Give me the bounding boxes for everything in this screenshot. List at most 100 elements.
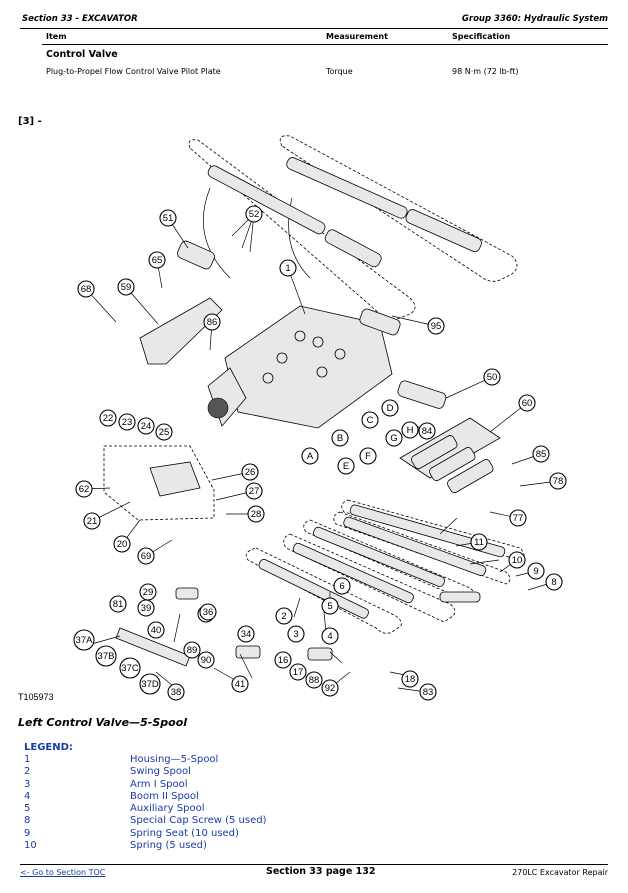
- callout-label: F: [365, 451, 371, 462]
- page-number: Section 33 page 132: [266, 866, 376, 877]
- callout-label: 8: [551, 577, 556, 588]
- callout-37d: 37D: [139, 673, 161, 695]
- callout-h: H: [401, 421, 419, 439]
- callout-36: 36: [199, 603, 217, 621]
- diagram-art: [83, 135, 559, 693]
- callout-85: 85: [532, 445, 550, 463]
- callout-92: 92: [321, 679, 339, 697]
- legend-desc: Special Cap Screw (5 used): [130, 815, 267, 827]
- callout-label: 26: [245, 467, 256, 478]
- callout-label: 38: [171, 687, 182, 698]
- legend-item: 4 Boom II Spool: [24, 791, 584, 803]
- legend-desc: Boom II Spool: [130, 790, 199, 802]
- figure-ref: [3] -: [18, 116, 42, 127]
- callout-label: 39: [141, 603, 152, 614]
- legend-item: 1 Housing—5-Spool: [24, 754, 584, 766]
- callout-3: 3: [287, 625, 305, 643]
- callout-label: 5: [327, 601, 332, 612]
- toc-link[interactable]: <- Go to Section TOC: [20, 868, 106, 877]
- group-title: Group 3360: Hydraulic System: [461, 14, 608, 24]
- callout-label: 60: [522, 398, 533, 409]
- figure-caption: Left Control Valve—5-Spool: [18, 716, 188, 729]
- callout-90: 90: [197, 651, 215, 669]
- callout-label: 10: [512, 555, 523, 566]
- callout-label: 23: [122, 417, 133, 428]
- callout-label: 69: [141, 551, 152, 562]
- legend-title: LEGEND:: [24, 742, 73, 753]
- figure-id: T105973: [18, 692, 54, 702]
- legend-num: 2: [24, 766, 31, 778]
- callout-label: 62: [79, 484, 90, 495]
- callout-84: 84: [418, 422, 436, 440]
- callout-38: 38: [167, 683, 185, 701]
- callout-37a: 37A: [73, 629, 95, 651]
- callout-9: 9: [527, 562, 545, 580]
- callout-label: 28: [251, 509, 262, 520]
- callout-59: 59: [117, 278, 135, 296]
- callout-label: 81: [113, 599, 124, 610]
- page-footer: <- Go to Section TOC Section 33 page 132…: [20, 866, 608, 882]
- callout-21: 21: [83, 512, 101, 530]
- callout-label: 9: [533, 566, 538, 577]
- callout-label: D: [387, 403, 394, 414]
- callout-label: 84: [422, 426, 433, 437]
- callout-2: 2: [275, 607, 293, 625]
- callout-78: 78: [549, 472, 567, 490]
- callout-label: 16: [278, 655, 289, 666]
- callout-label: 27: [249, 486, 260, 497]
- legend-desc: Arm I Spool: [130, 778, 188, 790]
- callout-label: 51: [163, 213, 174, 224]
- header-rule: [20, 28, 608, 29]
- callout-39: 39: [137, 599, 155, 617]
- callout-label: 4: [327, 631, 332, 642]
- callout-g: G: [385, 429, 403, 447]
- callout-10: 10: [508, 551, 526, 569]
- callout-label: 65: [152, 255, 163, 266]
- housing-block: [207, 305, 393, 429]
- callout-11: 11: [470, 533, 488, 551]
- legend-num: 1: [24, 754, 31, 765]
- callout-label: 20: [117, 539, 128, 550]
- callout-52: 52: [245, 205, 263, 223]
- callout-label: H: [407, 425, 414, 436]
- callout-50: 50: [483, 368, 501, 386]
- callout-17: 17: [289, 663, 307, 681]
- callout-20: 20: [113, 535, 131, 553]
- callout-6: 6: [333, 577, 351, 595]
- callout-label: 90: [201, 655, 212, 666]
- callout-label: 68: [81, 284, 92, 295]
- callout-95: 95: [427, 317, 445, 335]
- upper-spool-left: [207, 165, 382, 268]
- callout-37b: 37B: [95, 645, 117, 667]
- legend-desc: Housing—5-Spool: [130, 754, 219, 765]
- legend-num: 8: [24, 815, 31, 827]
- spec-measurement: Torque: [326, 67, 353, 76]
- callout-1: 1: [279, 259, 297, 277]
- callout-23: 23: [118, 413, 136, 431]
- pilot-plate: [139, 297, 223, 365]
- legend-desc: Spring (5 used): [130, 840, 207, 852]
- callout-label: E: [343, 461, 349, 472]
- callout-label: 40: [151, 625, 162, 636]
- callout-label: 1: [285, 263, 290, 274]
- callout-label: 59: [121, 282, 132, 293]
- spec-group-title: Control Valve: [46, 49, 118, 60]
- callout-label: 77: [513, 513, 524, 524]
- callout-5: 5: [321, 597, 339, 615]
- legend-desc: Swing Spool: [130, 766, 191, 778]
- legend-num: 10: [24, 840, 37, 852]
- callout-88: 88: [305, 671, 323, 689]
- callout-24: 24: [137, 417, 155, 435]
- callout-label: 36: [203, 607, 214, 618]
- callout-e: E: [337, 457, 355, 475]
- callout-26: 26: [241, 463, 259, 481]
- callout-86: 86: [203, 313, 221, 331]
- callout-label: 17: [293, 667, 304, 678]
- callout-label: C: [367, 415, 374, 426]
- callout-27: 27: [245, 482, 263, 500]
- legend-num: 4: [24, 790, 31, 802]
- callout-label: 89: [187, 645, 198, 656]
